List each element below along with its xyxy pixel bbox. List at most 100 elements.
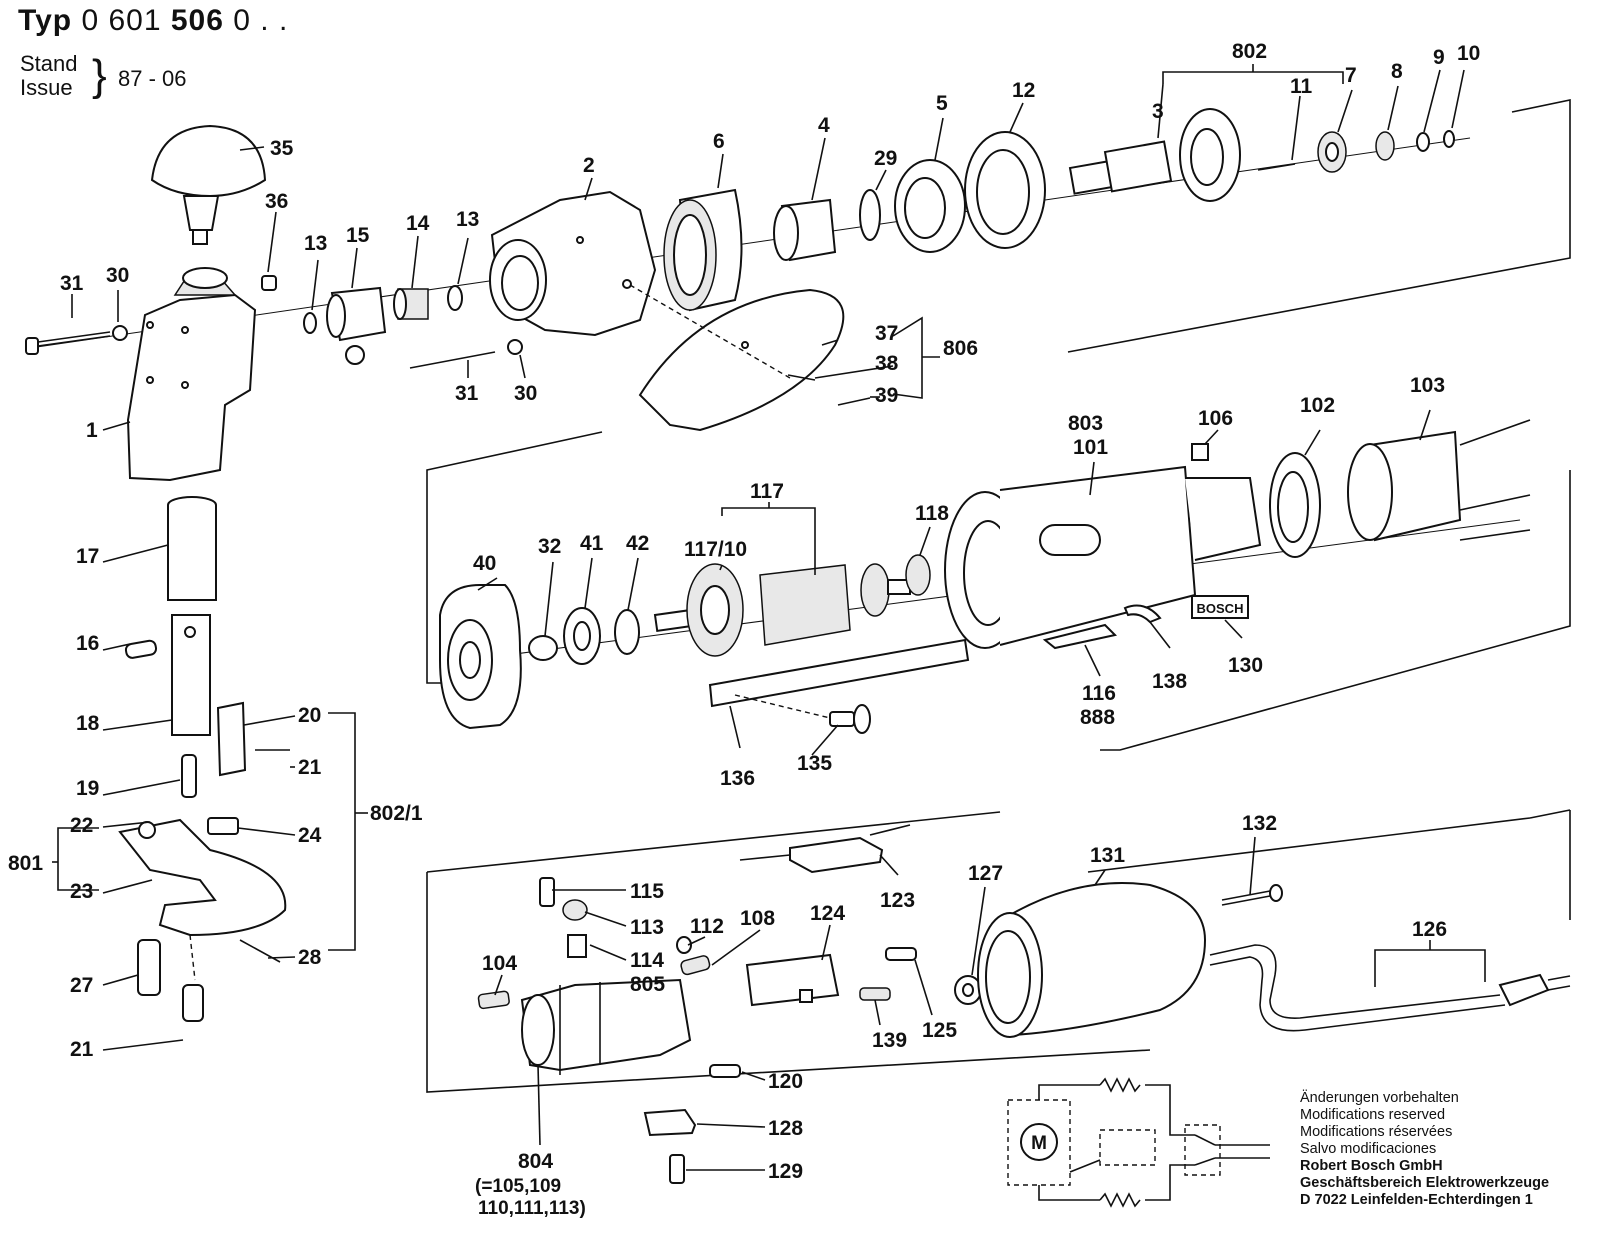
label-9: 9 [1433,46,1445,69]
part-40-bearing-plate [439,584,522,730]
part-30-nut [112,325,128,341]
part-20-plate [216,701,247,777]
part-2-gear-housing [489,190,657,337]
part-10-clip [1443,130,1455,148]
part-31-screw-2 [409,351,496,369]
label-3: 3 [1152,100,1164,123]
brace-icon: } [92,51,107,100]
label-19: 19 [76,777,99,800]
leader-lines [52,64,1486,1171]
part-14-needle-bearing [393,288,429,320]
label-6: 6 [713,130,725,153]
company-division: Geschäftsbereich Elektrowerkzeuge [1300,1175,1550,1191]
label-39: 39 [875,384,898,407]
notes-block: Änderungen vorbehalten Modifications res… [1300,1090,1549,1209]
label-129: 129 [768,1160,803,1183]
label-117-10: 117/10 [684,538,747,561]
label-14: 14 [406,212,430,235]
part-31-screw [25,331,111,355]
part-136-bar [708,638,970,708]
label-13: 13 [304,232,327,255]
part-131-cover [977,882,1207,1038]
part-139-spring [859,987,891,1001]
part-15-bushing [326,286,387,365]
typ-suffix: 0 . . [233,4,289,37]
label-41: 41 [580,532,604,555]
part-13-washer [303,312,317,334]
part-36-nut [261,275,277,291]
part-129-screw [669,1154,685,1184]
label-5: 5 [936,92,948,115]
label-18: 18 [76,712,100,735]
part-12-disc [964,131,1046,249]
label-21-second: 21 [70,1038,94,1061]
part-1-housing [126,267,257,482]
label-29: 29 [874,147,897,170]
shear-head-assembly [118,496,290,1022]
gear-head-assembly [25,108,1471,482]
label-112: 112 [690,915,724,938]
label-802: 802 [1232,40,1267,63]
label-1: 1 [86,419,98,442]
part-18-plunger [171,614,211,736]
part-3-spindle [1068,108,1241,202]
label-11: 11 [1290,75,1313,98]
part-32-bushing [528,635,558,661]
part-115-screw [539,877,555,907]
switch-assembly [477,824,1571,1184]
label-4: 4 [818,114,830,137]
label-102: 102 [1300,394,1335,417]
label-127: 127 [968,862,1003,885]
label-803: 803 [1068,412,1103,435]
label-113: 113 [630,916,664,939]
part-16-pin [124,639,158,659]
label-22: 22 [70,814,93,837]
label-126: 126 [1412,918,1447,941]
part-7-gear [1317,131,1347,173]
company-address: D 7022 Leinfelden-Echterdingen 1 [1300,1192,1533,1208]
label-108: 108 [740,907,775,930]
label-31: 31 [60,272,84,295]
label-117: 117 [750,480,784,503]
label-120: 120 [768,1070,803,1093]
company-name: Robert Bosch GmbH [1300,1158,1443,1174]
label-124: 124 [810,902,845,925]
part-114-brush [567,934,587,958]
label-103: 103 [1410,374,1445,397]
label-32: 32 [538,535,561,558]
label-38: 38 [875,352,899,375]
part-127-grommet [954,975,982,1005]
label-30: 30 [106,264,129,287]
label-31-second: 31 [455,382,479,405]
part-5-ball-bearing [894,159,966,253]
label-114: 114 [630,949,664,972]
motor-symbol: M [1031,1133,1047,1154]
label-15: 15 [346,224,370,247]
label-128: 128 [768,1117,803,1140]
part-41-ball-bearing [563,607,601,665]
part-138-spring [1123,604,1162,624]
label-136: 136 [720,767,755,790]
label-801: 801 [8,852,43,875]
type-number: Typ 0 601 506 0 . . [18,4,288,38]
label-806: 806 [943,337,978,360]
note-fr: Modifications réservées [1300,1124,1453,1140]
label-30-second: 30 [514,382,537,405]
wiring-schematic: M [1007,1077,1270,1208]
part-132-screw [1221,884,1283,906]
label-125: 125 [922,1019,957,1042]
part-37-guard [638,288,845,432]
stand-issue-label: Stand Issue [20,52,78,100]
part-120-screw [709,1064,741,1078]
part-17-tube [167,496,217,601]
part-29-circlip [859,189,881,241]
part-9-washer [1416,132,1430,152]
part-6-ring-gear [663,188,743,312]
part-123-capacitor [739,824,911,874]
part-108-spring [680,955,711,976]
part-35-knob [150,124,267,245]
label-10: 10 [1457,42,1480,65]
typ-label: Typ [18,4,73,37]
part-106-clip [1191,443,1209,461]
